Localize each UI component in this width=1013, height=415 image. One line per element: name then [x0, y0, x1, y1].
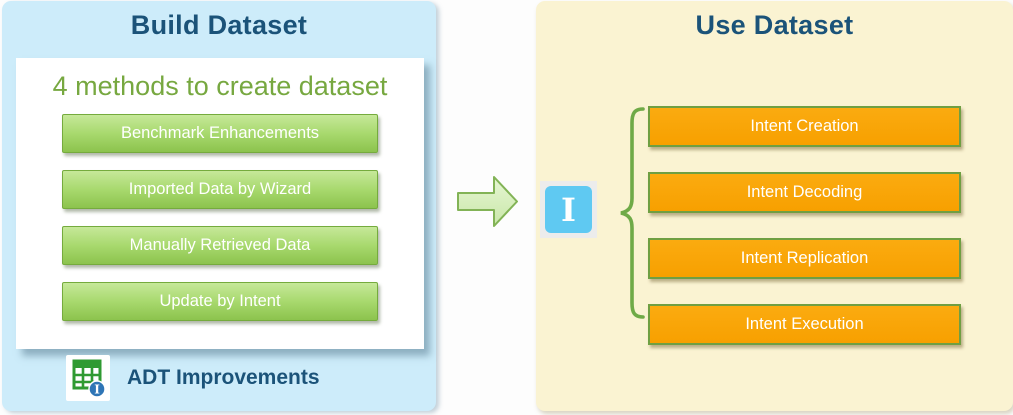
method-label: Manually Retrieved Data [129, 236, 311, 254]
method-box-manually-retrieved-data: Manually Retrieved Data [62, 226, 378, 265]
methods-card-heading: 4 methods to create dataset [52, 71, 388, 101]
intent-box-replication: Intent Replication [648, 238, 961, 279]
intent-label: Intent Execution [745, 315, 864, 333]
method-box-benchmark-enhancements: Benchmark Enhancements [62, 114, 378, 153]
intent-label: Intent Replication [740, 249, 869, 267]
use-dataset-panel: Use Dataset I Intent Creation Intent Dec… [536, 1, 1013, 411]
method-box-update-by-intent: Update by Intent [62, 282, 378, 321]
method-label: Update by Intent [159, 292, 281, 310]
intent-label: Intent Decoding [746, 183, 863, 201]
intent-box-creation: Intent Creation [648, 106, 961, 147]
intent-box-decoding: Intent Decoding [648, 172, 961, 213]
methods-list: Benchmark Enhancements Imported Data by … [16, 114, 424, 321]
use-panel-title: Use Dataset [695, 10, 854, 40]
brace-icon [616, 105, 648, 326]
intents-list: Intent Creation Intent Decoding Intent R… [648, 106, 961, 345]
intent-box-execution: Intent Execution [648, 304, 961, 345]
svg-text:I: I [94, 383, 100, 397]
flow-arrow-right-icon [455, 172, 521, 237]
adt-improvements-footer: I ADT Improvements [66, 355, 320, 401]
method-label: Imported Data by Wizard [128, 180, 312, 198]
intent-letter-tile: I [545, 186, 592, 233]
table-info-icon: I [66, 355, 110, 401]
intent-letter-icon: I [540, 181, 597, 238]
methods-card: 4 methods to create dataset Benchmark En… [16, 58, 424, 349]
adt-improvements-label: ADT Improvements [127, 366, 320, 389]
build-panel-title: Build Dataset [130, 10, 308, 40]
intent-label: Intent Creation [750, 117, 859, 135]
build-dataset-panel: Build Dataset 4 methods to create datase… [2, 1, 436, 411]
method-label: Benchmark Enhancements [120, 124, 320, 142]
method-box-imported-data-by-wizard: Imported Data by Wizard [62, 170, 378, 209]
